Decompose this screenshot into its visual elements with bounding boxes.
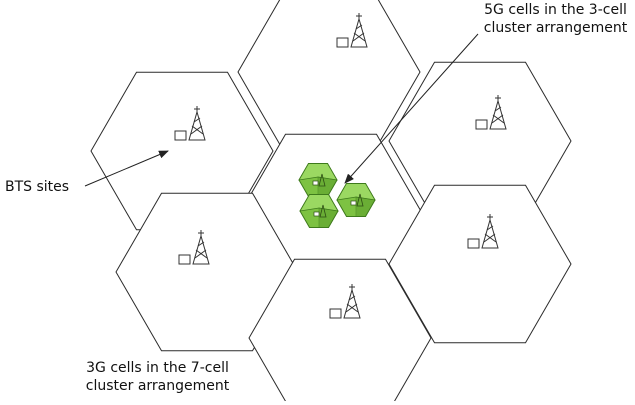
3g-cells-label: 3G cells in the 7-cell cluster arrangeme… <box>70 359 245 395</box>
5g-label-line-1: 5G cells in the 3-cell <box>478 1 633 19</box>
base-station-box-icon <box>337 38 348 47</box>
cell-top-center <box>238 0 420 151</box>
5g-label-line-2: cluster arrangement <box>478 19 633 37</box>
base-station-box-icon <box>476 120 487 129</box>
base-station-box-icon <box>351 201 356 205</box>
3g-label-line-1: 3G cells in the 7-cell <box>70 359 245 377</box>
base-station-box-icon <box>179 255 190 264</box>
base-station-box-icon <box>468 239 479 248</box>
base-station-box-icon <box>313 181 318 185</box>
cell-top-center-outline <box>238 0 420 151</box>
3g-label-line-2: cluster arrangement <box>70 377 245 395</box>
base-station-box-icon <box>330 309 341 318</box>
base-station-box-icon <box>175 131 186 140</box>
base-station-box-icon <box>314 212 319 216</box>
bts-sites-label: BTS sites <box>5 178 69 196</box>
bts-label-text: BTS sites <box>5 178 69 196</box>
5g-cells-label: 5G cells in the 3-cell cluster arrangeme… <box>478 1 633 37</box>
